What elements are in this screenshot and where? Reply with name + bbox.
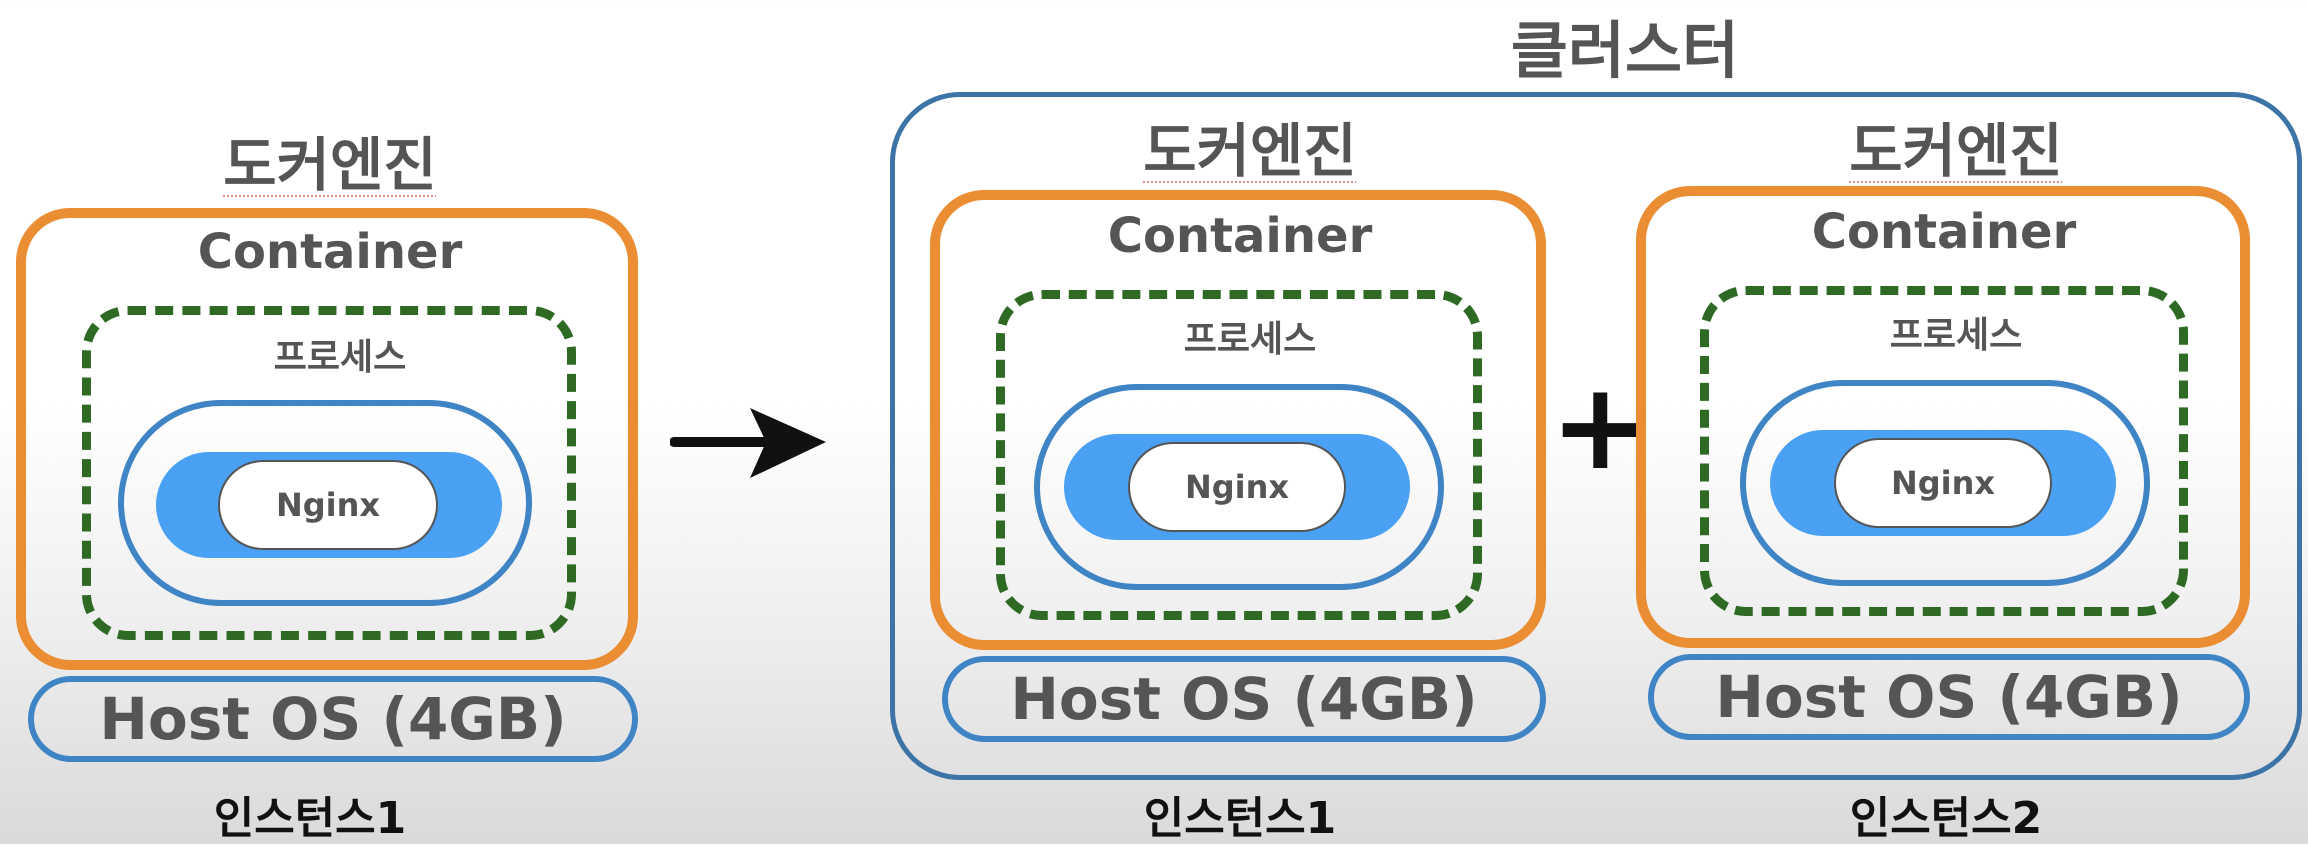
- process-label-standalone: 프로세스: [273, 337, 407, 378]
- container-label-standalone: Container: [197, 224, 463, 280]
- process-box-node-2: [1700, 286, 2188, 616]
- nginx-label-standalone: Nginx: [218, 460, 438, 550]
- container-box-standalone: [16, 208, 638, 670]
- process-label-node-1: 프로세스: [1183, 319, 1317, 360]
- host-os-label-standalone: Host OS (4GB): [99, 685, 567, 753]
- host-os-box-node-2: Host OS (4GB): [1648, 654, 2250, 740]
- instance-label-node-2: 인스턴스2: [1849, 793, 2043, 844]
- plus-icon: +: [1550, 358, 1651, 497]
- engine-title-standalone: 도커엔진: [223, 131, 437, 199]
- container-box-node-2: [1636, 186, 2250, 648]
- engine-title-node-1: 도커엔진: [1143, 117, 1357, 185]
- container-label-node-1: Container: [1107, 208, 1373, 264]
- host-os-box-node-1: Host OS (4GB): [942, 656, 1546, 742]
- engine-title-node-2: 도커엔진: [1849, 117, 2063, 185]
- process-capsule-standalone: [118, 400, 532, 606]
- instance-label-standalone: 인스턴스1: [213, 793, 407, 844]
- process-capsule-node-1: [1034, 384, 1444, 590]
- cluster-title: 클러스터: [1510, 14, 1740, 87]
- host-os-label-node-1: Host OS (4GB): [1010, 665, 1478, 733]
- container-label-node-2: Container: [1811, 204, 2077, 260]
- cluster-box: [890, 92, 2302, 780]
- process-capsule-node-2: [1740, 380, 2150, 586]
- arrow-right-icon: [670, 408, 826, 478]
- host-os-box-standalone: Host OS (4GB): [28, 676, 638, 762]
- container-box-node-1: [930, 190, 1546, 650]
- instance-label-node-1: 인스턴스1: [1143, 793, 1337, 844]
- process-label-node-2: 프로세스: [1889, 315, 2023, 356]
- nginx-label-node-2: Nginx: [1834, 438, 2052, 528]
- process-box-node-1: [996, 290, 1482, 620]
- host-os-label-node-2: Host OS (4GB): [1715, 663, 2183, 731]
- process-box-standalone: [82, 306, 576, 640]
- nginx-label-node-1: Nginx: [1128, 442, 1346, 532]
